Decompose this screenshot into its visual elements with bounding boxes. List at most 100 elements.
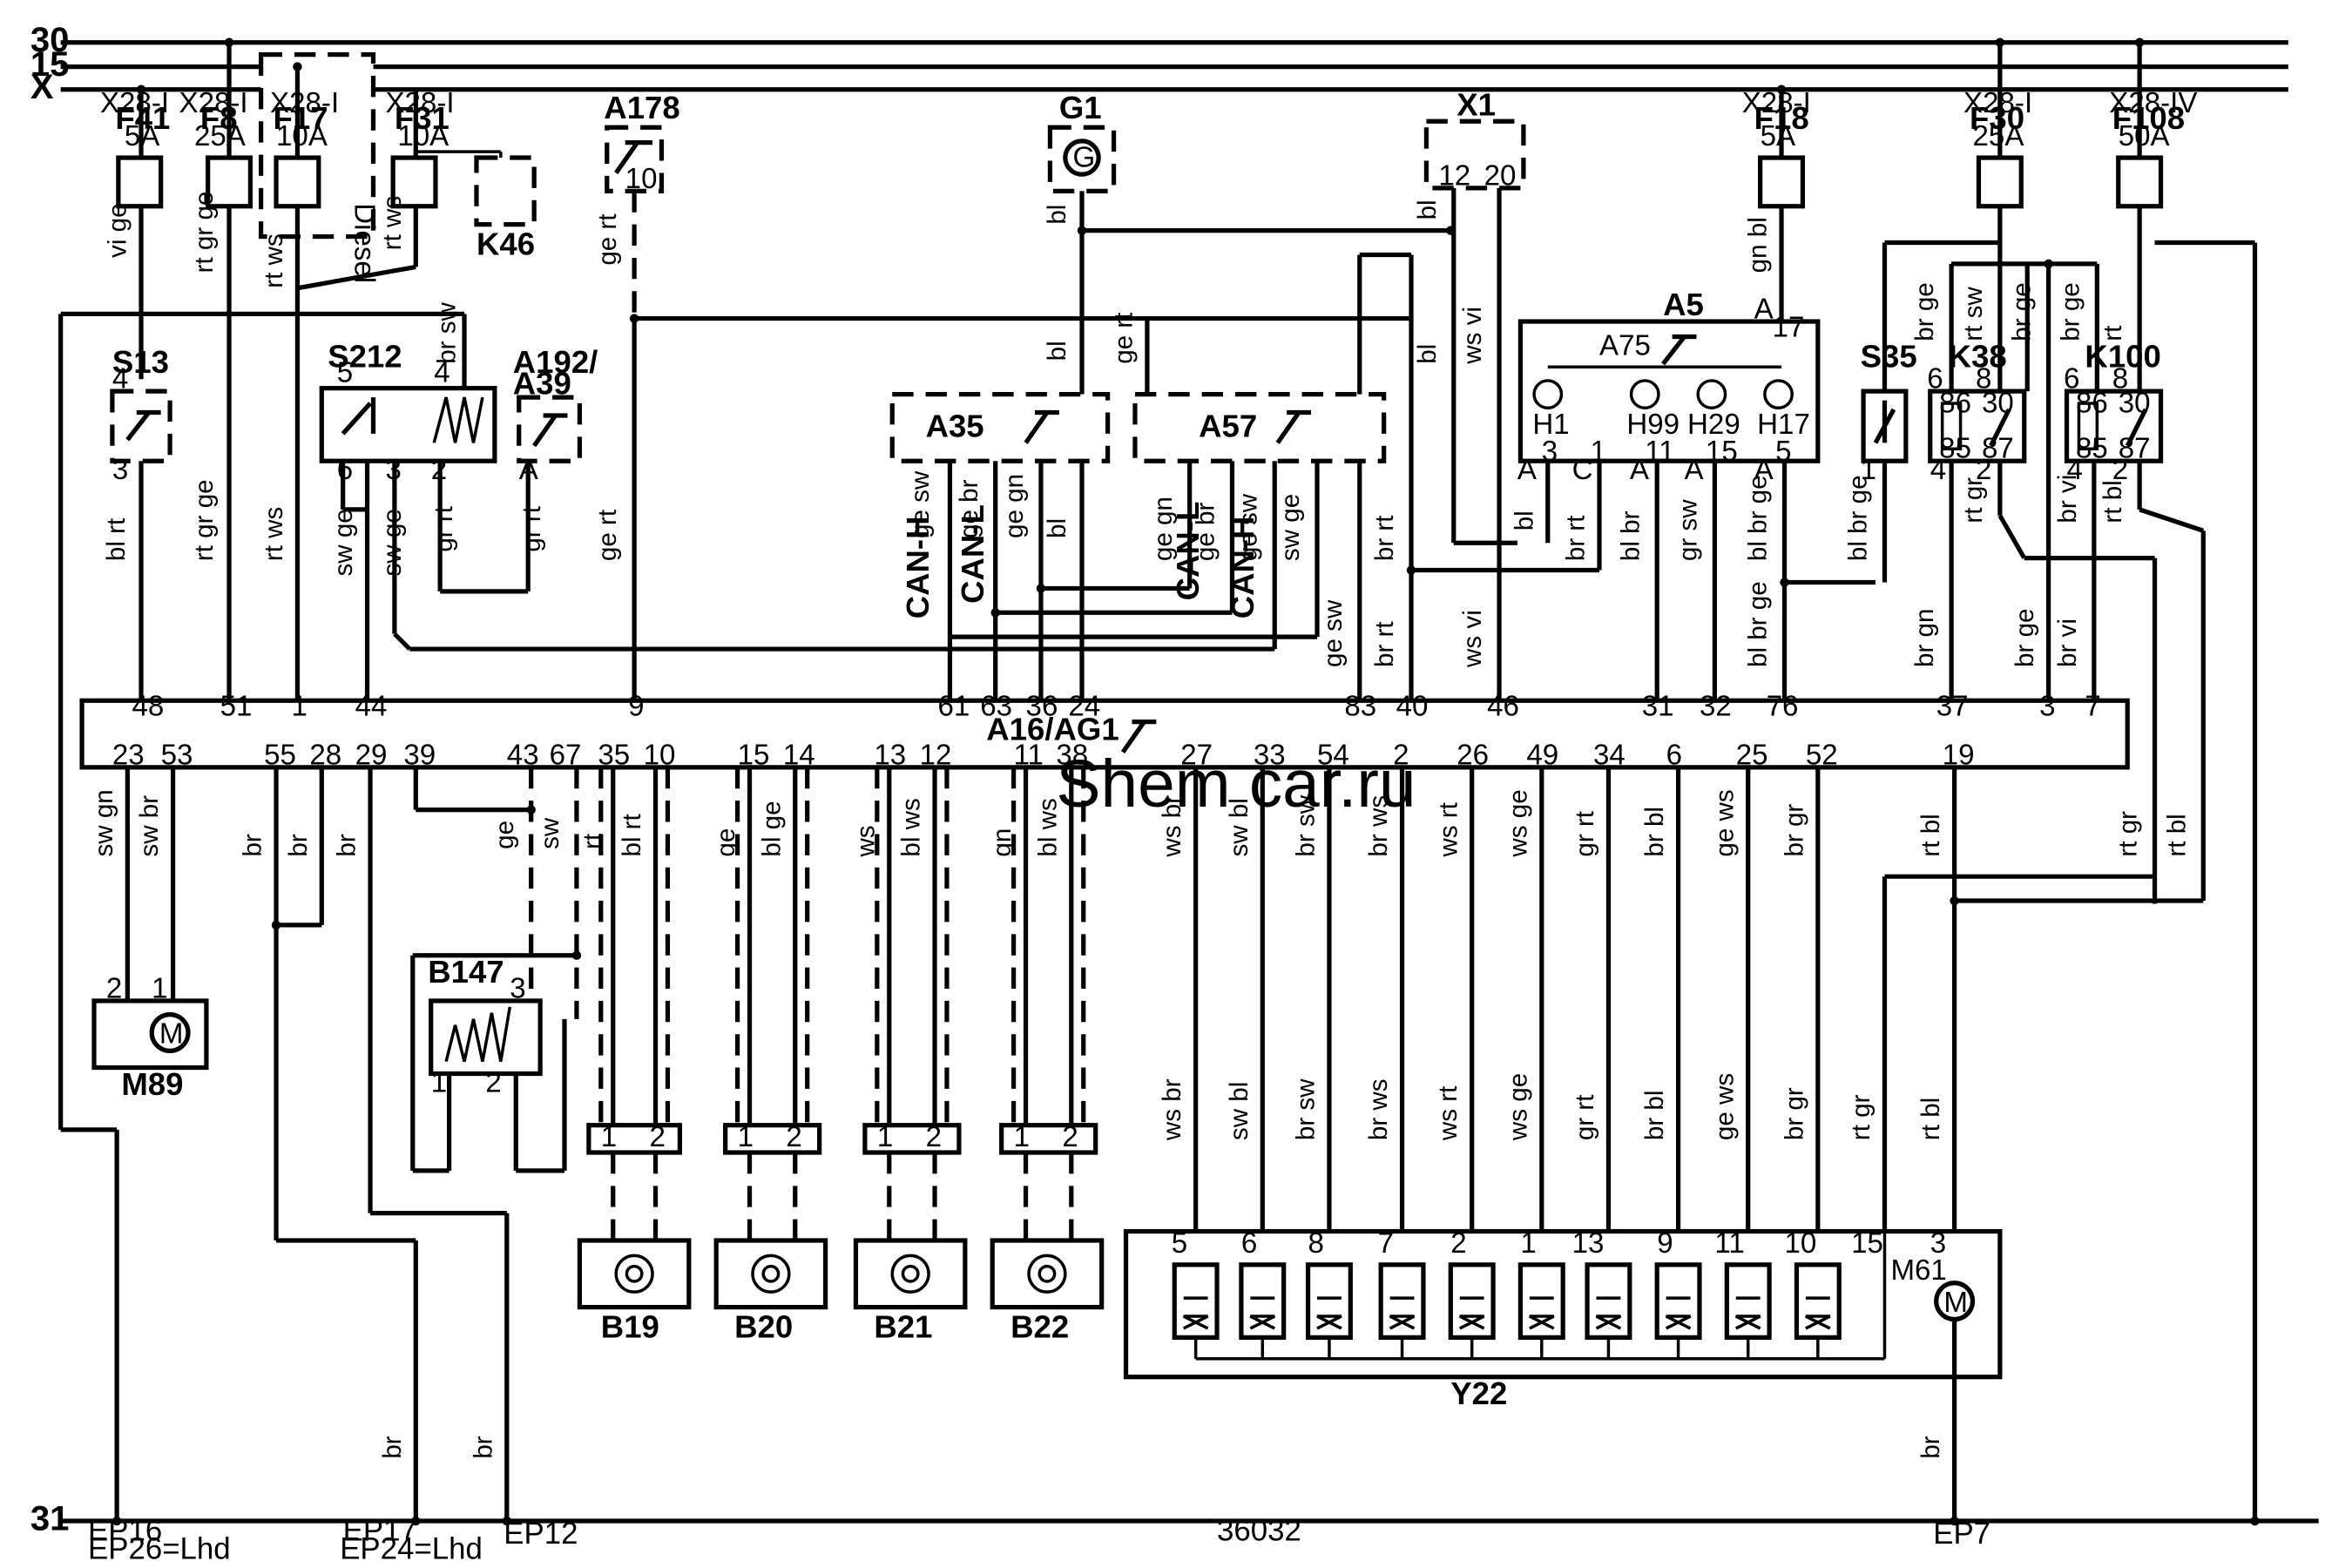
pin-label: 44 xyxy=(355,691,388,723)
wire-label: ws br xyxy=(1158,795,1186,858)
connector-block xyxy=(723,1123,822,1155)
pin-label: 4 xyxy=(112,363,128,395)
pin-label: 3 xyxy=(112,454,128,486)
sensor-b21: ws bl ws 1 2 B21 xyxy=(851,767,968,1344)
switch-s13: S13 4 3 bl rt xyxy=(102,344,172,701)
solenoid-valve xyxy=(1378,1262,1426,1341)
pin-label: 39 xyxy=(403,739,436,771)
pin-label: 34 xyxy=(1593,739,1625,771)
wire-label: ge sw xyxy=(1233,493,1262,561)
fuse-f18: X28-I F18 5A gn bl xyxy=(1742,84,1811,322)
wire-label: sw bl xyxy=(1225,798,1254,856)
rail-30-label: 30 xyxy=(30,21,70,59)
pin-label: 54 xyxy=(1317,739,1349,771)
pin-label: 35 xyxy=(598,739,630,771)
fuse-ref: F30 xyxy=(1970,100,2024,136)
wire-label: bl ge xyxy=(757,801,786,856)
pin-label: 6 xyxy=(1927,363,1943,395)
fuse-rating: 5A xyxy=(1761,120,1795,152)
pin-label: 5 xyxy=(1775,436,1791,468)
pin-label: 12 xyxy=(920,739,952,771)
wire-label: rt gr xyxy=(1959,477,1988,524)
pin-label: 2 xyxy=(1450,1227,1466,1260)
wire-label: ge gn xyxy=(1000,474,1029,538)
component-label: K38 xyxy=(1949,338,2007,374)
wire-label: br ge xyxy=(2011,609,2039,667)
diagram-code: 36032 xyxy=(1217,1514,1301,1548)
pin-label: 30 xyxy=(2119,388,2151,420)
module-a192-a39: A192/ A39 A gr rt xyxy=(513,344,598,591)
pin-label: 86 xyxy=(1939,388,1971,420)
pin-label: 2 xyxy=(1393,739,1409,771)
can-h-label: CAN-H xyxy=(900,517,936,619)
pin-label: 2 xyxy=(2112,454,2128,486)
wire-label: ws vi xyxy=(1458,307,1487,365)
pin-label: 2 xyxy=(106,972,122,1004)
pin-label: 46 xyxy=(1487,691,1519,723)
fuse-ref: F17 xyxy=(274,100,328,136)
rail-15-label: 15 xyxy=(30,45,70,84)
connector-x1: X1 12 20 bl bl ws vi ws vi xyxy=(1413,86,1526,701)
pin-label: 1 xyxy=(1861,454,1876,486)
pin-label: 3 xyxy=(1930,1227,1946,1260)
fuse-f108: X28-IV F108 50A rt xyxy=(2099,37,2197,392)
wire-label: ws ge xyxy=(1504,789,1532,857)
wire-label: br sw xyxy=(1292,794,1321,856)
m61-label: M61 xyxy=(1890,1254,1946,1287)
wire-label: ws vi xyxy=(1458,610,1487,668)
wire-label: ws rt xyxy=(1434,1086,1463,1141)
wire-label: ge br xyxy=(955,479,983,538)
fuse-symbol xyxy=(1976,155,2024,209)
pin-label: 67 xyxy=(550,739,582,771)
connector-block xyxy=(999,1123,1098,1155)
pin-label: 3 xyxy=(2039,691,2055,723)
ground-point-label: EP26=Lhd xyxy=(88,1532,231,1566)
motor-symbol: M xyxy=(1943,1287,1968,1319)
wire-label: br gr xyxy=(1780,804,1808,857)
connector-block xyxy=(586,1123,682,1155)
pin-label: 11 xyxy=(1714,1227,1744,1260)
pin-label: A xyxy=(1630,454,1649,486)
ecu-a16-ag1: A16/AG1 48 51 1 44 9 61 63 36 24 83 40 4… xyxy=(79,691,2130,771)
solenoid-valve xyxy=(1172,1262,1220,1341)
pin-label: 17 xyxy=(1773,311,1805,343)
pin-label: 27 xyxy=(1180,739,1213,771)
pin-label: 10 xyxy=(1785,1227,1817,1260)
wire-label: sw br xyxy=(135,795,164,857)
wire-label: bl ws xyxy=(897,798,926,856)
fuse-rating: 10A xyxy=(276,120,328,152)
relay-k100: K100 6 8 86 30 85 87 4 2 br ge br vi br … xyxy=(2053,263,2206,902)
module-a5: A5 A75 H1 H99 H29 H17 A 17 A 3 C 1 A 11 … xyxy=(1510,287,1876,701)
wire-label: br gn xyxy=(1910,609,1939,667)
wire-label: br sw xyxy=(433,301,462,363)
wire-label: br bl xyxy=(1640,1091,1669,1141)
wire-label: sw ge xyxy=(378,509,407,576)
pin-label: 12 xyxy=(1438,159,1470,192)
pin-label: 61 xyxy=(938,691,970,723)
pin-label: 5 xyxy=(1172,1227,1187,1260)
pin-label: 86 xyxy=(2076,388,2108,420)
fuse-rating: 10A xyxy=(397,120,449,152)
wire-label: br xyxy=(333,834,362,856)
wire-label: rt gr ge xyxy=(190,192,219,274)
wire-label: bl br ge xyxy=(1744,581,1773,667)
wire-label: ws ge xyxy=(1504,1073,1532,1141)
fuse-ref: F108 xyxy=(2112,100,2185,136)
wire-label: sw ge xyxy=(329,509,358,576)
wire-label: br rt xyxy=(1370,515,1399,561)
sensor-b19: bl rt 1 2 B19 xyxy=(577,767,692,1344)
wire-label: br ws xyxy=(1364,795,1393,857)
pin-label: 14 xyxy=(783,739,815,771)
fuse-rating: 50A xyxy=(2119,120,2170,152)
fuse-symbol xyxy=(274,155,321,209)
lamp-label: H17 xyxy=(1757,409,1810,441)
component-label: B22 xyxy=(1010,1308,1069,1344)
fuse-f41: X28-I F41 5A vi ge xyxy=(100,84,170,380)
a75-label: A75 xyxy=(1599,329,1651,362)
ground-point-label: EP17 xyxy=(343,1514,417,1548)
wire-label: br xyxy=(469,1436,497,1458)
can-h-label: CAN-H xyxy=(1225,517,1260,619)
solenoid-valve xyxy=(1724,1262,1772,1341)
wire-label: rt bl xyxy=(1916,1098,1945,1140)
fuse-f17: X28-I F17 10A Diesel rt ws rt ws xyxy=(259,52,381,701)
